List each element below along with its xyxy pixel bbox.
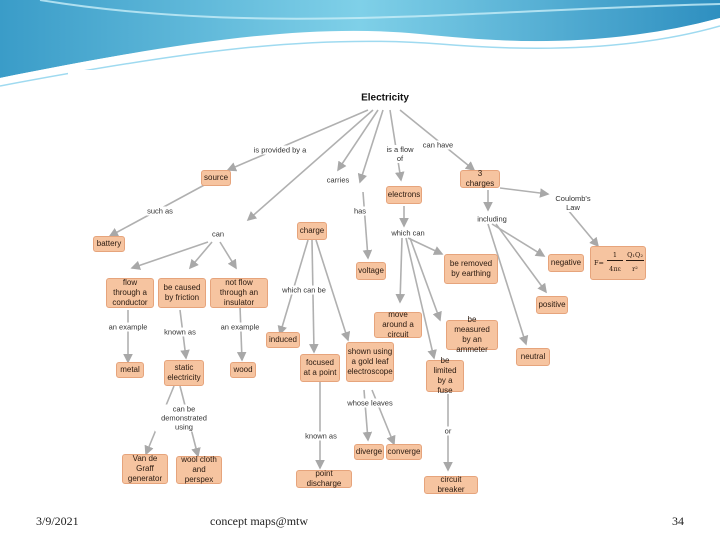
concept-van-de-graff: Van de Graff generator (122, 454, 168, 484)
concept-three-charges: 3 charges (460, 169, 500, 188)
link-label: can (210, 229, 226, 239)
link-label: which can be (281, 285, 327, 295)
page-number: 34 (672, 514, 684, 528)
formula-k-denominator: 4πε (609, 265, 621, 273)
concept-induced: induced (266, 332, 300, 348)
link-label: including (476, 214, 508, 224)
link-label: known as (163, 327, 197, 337)
concept-flow-through-conductor: flow through a conductor (106, 278, 154, 308)
concept-neutral: neutral (516, 348, 550, 366)
link-label: known as (304, 431, 338, 441)
concept-measured-by-ammeter: be measured by an ammeter (446, 315, 498, 354)
concept-metal: metal (116, 362, 144, 378)
formula-lhs: F= (594, 259, 604, 267)
link-label: has (352, 206, 368, 216)
concept-caused-by-friction: be caused by friction (158, 278, 206, 308)
link-label: an example (107, 322, 149, 332)
formula-q-numerator: Q₁Q₂ (627, 251, 643, 259)
concept-static-electricity: static electricity (164, 360, 204, 386)
concept-positive: positive (536, 296, 568, 314)
concept-map: Electricity is provided by a is a flow o… (68, 70, 652, 504)
concept-voltage: voltage (356, 262, 386, 280)
concept-map-connectors (108, 109, 600, 472)
concept-limited-by-fuse: be limited by a fuse (426, 356, 464, 395)
header-wave-decoration (0, 0, 720, 87)
concept-converge: converge (386, 444, 422, 460)
concept-gold-leaf-electroscope: shown using a gold leaf electroscope (346, 342, 394, 382)
link-label: is provided by a (252, 145, 308, 155)
concept-charge: charge (297, 222, 327, 240)
concept-circuit-breaker: circuit breaker (424, 475, 478, 494)
link-label: whose leaves (346, 398, 394, 408)
link-label: such as (146, 206, 174, 216)
footer-credit: concept maps@mtw (210, 514, 309, 528)
concept-removed-by-earthing: be removed by earthing (444, 254, 498, 284)
concept-source: source (201, 170, 231, 186)
link-label: can be demonstrated using (155, 404, 213, 432)
concept-wool-cloth-perspex: wool cloth and perspex (176, 455, 222, 484)
concept-not-flow-insulator: not flow through an insulator (210, 278, 268, 308)
concept-coulombs-law: Coulomb's Law (553, 194, 593, 212)
concept-wood: wood (230, 362, 256, 378)
formula-q-denominator: r² (632, 265, 638, 273)
link-label: can have (421, 140, 455, 150)
concept-electrons: electrons (386, 186, 422, 204)
concept-move-around-circuit: move around a circuit (374, 310, 422, 339)
formula-k-numerator: 1 (612, 251, 618, 259)
link-label: or (443, 426, 453, 436)
root-concept-electricity: Electricity (361, 92, 409, 104)
footer-date: 3/9/2021 (36, 514, 79, 528)
coulomb-formula: F= 1 4πε Q₁Q₂ r² (590, 246, 646, 280)
link-label: which can (390, 228, 426, 238)
concept-point-discharge: point discharge (296, 469, 352, 488)
concept-focused-at-point: focused at a point (300, 354, 340, 382)
concept-negative: negative (548, 254, 584, 272)
link-label: is a flow of (385, 145, 415, 163)
link-label: an example (219, 322, 261, 332)
concept-diverge: diverge (354, 444, 384, 460)
concept-battery: battery (93, 236, 125, 252)
link-label: carries (325, 175, 351, 185)
